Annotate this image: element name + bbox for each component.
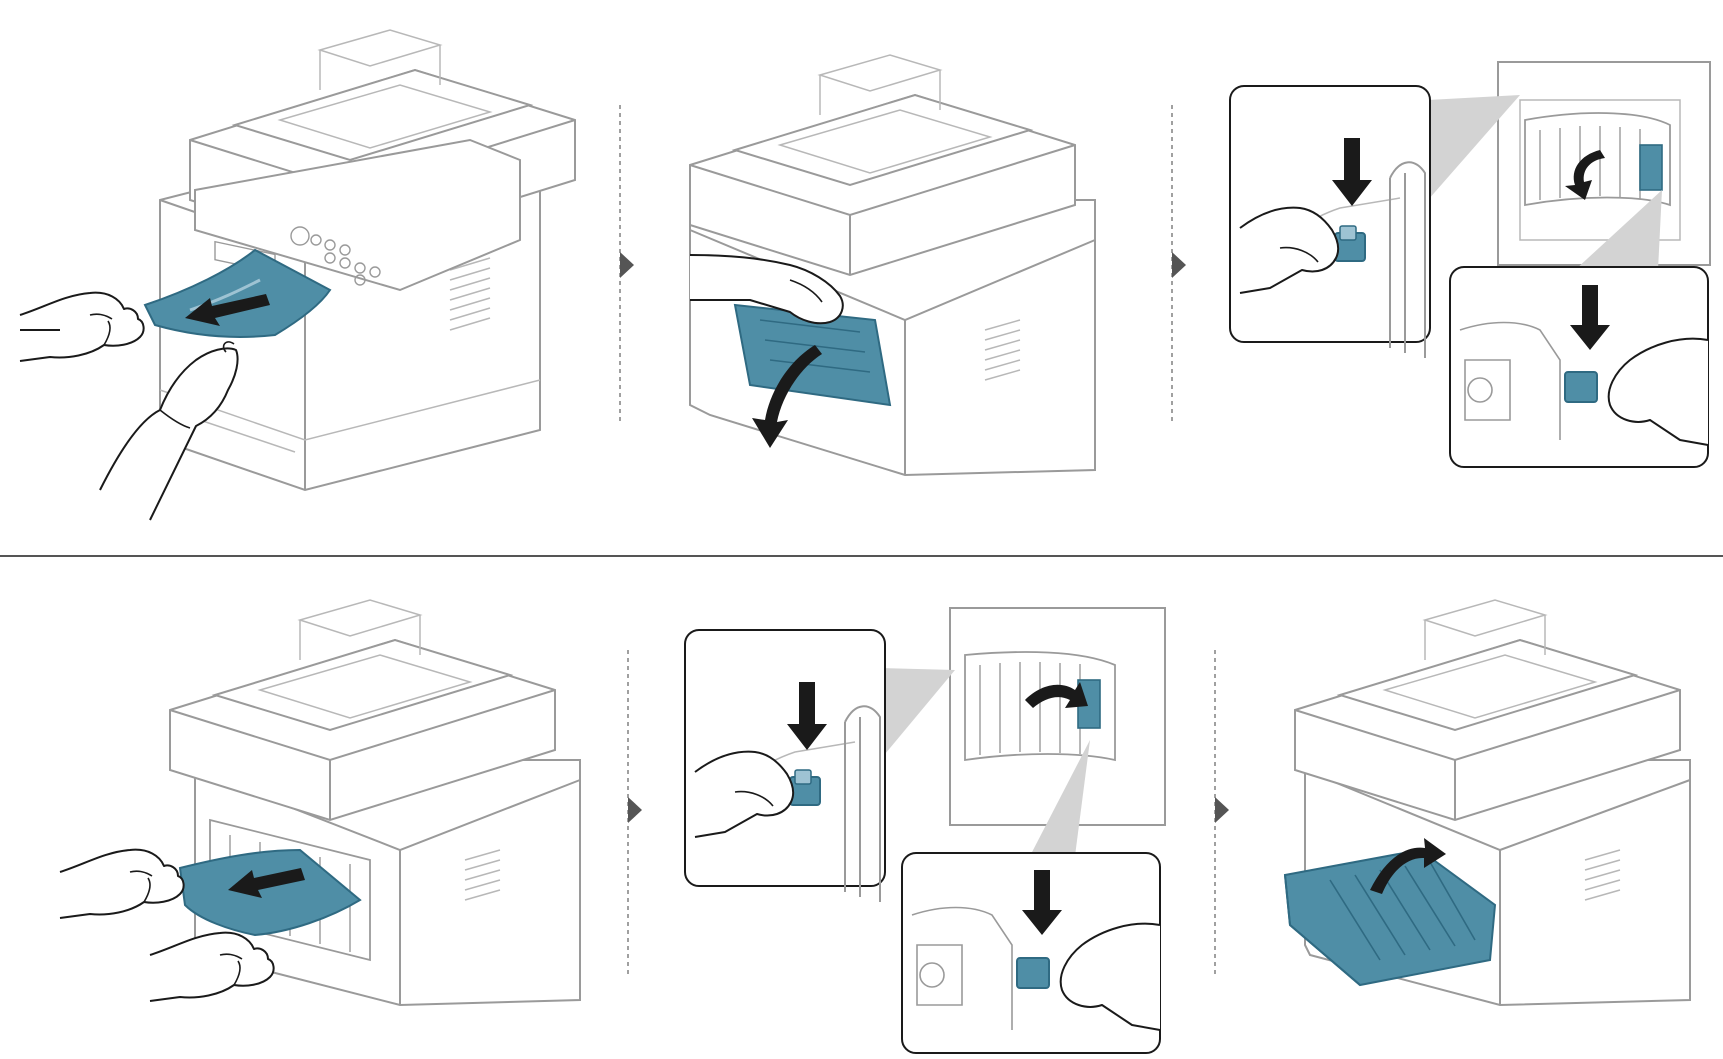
zoom-panel [1229,85,1431,359]
pull-arrow-icon [185,294,270,326]
hand-icon [1607,337,1709,446]
pull-arrow-icon [228,868,305,898]
row-2 [59,599,1691,1054]
step-1-1 [19,29,576,521]
rotate-arrow-icon [1025,682,1088,708]
hand-icon [19,291,145,362]
step-chevron-icon [1172,252,1186,278]
rotate-arrow-icon [1565,150,1605,200]
hand-icon [1059,922,1161,1031]
hand-icon [689,254,844,325]
step-chevron-icon [628,797,642,823]
zoom-cone [1575,190,1662,270]
step-1-3 [1229,61,1711,468]
zoom-panel [684,629,886,903]
rotate-arrow-icon [752,345,822,448]
step-chevron-icon [620,252,634,278]
step-2-2 [684,607,1166,1054]
zoom-cone [1030,740,1090,856]
zoom-cone [1428,95,1520,200]
step-chevron-icon [1215,797,1229,823]
hand-icon [59,848,185,919]
zoom-panel [901,852,1161,1054]
step-2-1 [59,599,581,1007]
zoom-cone [880,668,955,760]
rotate-arrow-icon [1370,838,1446,894]
zoom-panel [1449,266,1709,468]
jammed-paper [178,848,362,937]
hand-icon [99,341,239,521]
step-1-2 [689,54,1096,477]
step-2-3 [1283,599,1691,1007]
row-1 [19,29,1711,521]
